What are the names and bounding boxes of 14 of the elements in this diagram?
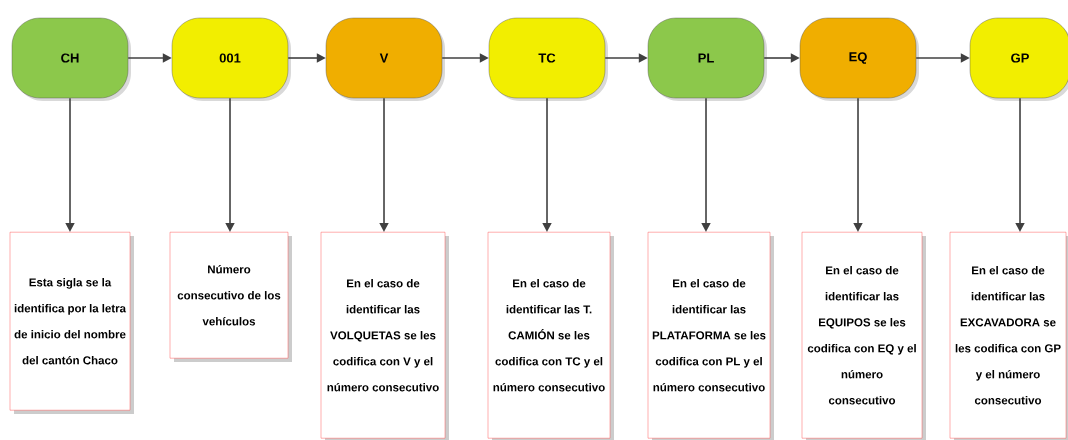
code-pill: V (325, 17, 445, 101)
description-box: En el caso de identificar las EXCAVADORA se les codifica con GP y el número consecutivo (949, 232, 1068, 440)
code-pill: 001 (171, 17, 291, 101)
description-box: En el caso de identificar las PLATAFORMA se les codifica con PL y el número consecutivo (647, 232, 774, 440)
description-box: Esta sigla se la identifica por la letra de inicio del nombre del cantón Chaco (9, 232, 134, 414)
code-pill: PL (647, 17, 767, 101)
code-pill: TC (488, 17, 608, 101)
code-pill: GP (969, 17, 1068, 101)
description-box: En el caso de identificar las VOLQUETAS se les codifica con V y el número consecutivo (320, 232, 449, 440)
code-pill: CH (11, 17, 131, 101)
description-box: En el caso de identificar las T. CAMIÓN se les codifica con TC y el número consecutivo (487, 232, 614, 440)
description-box: En el caso de identificar las EQUIPOS se les codifica con EQ y el número consecutivo (801, 232, 926, 440)
code-pill: EQ (799, 17, 919, 101)
description-box: Número consecutivo de los vehículos (169, 232, 292, 362)
